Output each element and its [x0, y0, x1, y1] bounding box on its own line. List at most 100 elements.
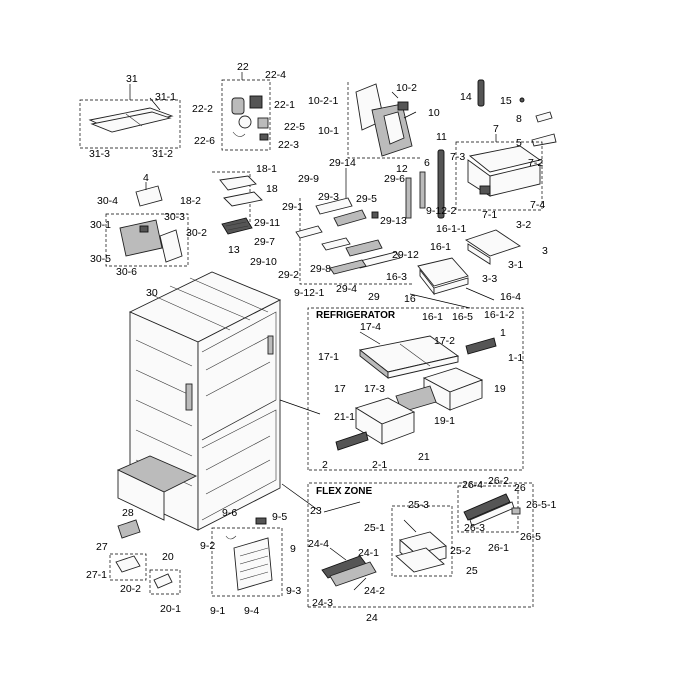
callout-22-4: 22-4 — [265, 69, 286, 81]
callout-15: 15 — [500, 95, 512, 107]
callout-29-6: 29-6 — [384, 173, 405, 185]
callout-21: 21 — [418, 451, 430, 463]
callout-30-1: 30-1 — [90, 219, 111, 231]
callout-29-1: 29-1 — [282, 201, 303, 213]
callout-17-2: 17-2 — [434, 335, 455, 347]
callout-12: 12 — [396, 163, 408, 175]
callout-9-1: 9-1 — [210, 605, 225, 617]
callout-16-5: 16-5 — [452, 311, 473, 323]
callout-24-1: 24-1 — [358, 547, 379, 559]
vertical-strip-parts — [405, 149, 445, 219]
callout-9-3: 9-3 — [286, 585, 301, 597]
callout-29-3: 29-3 — [318, 191, 339, 203]
callout-31-1: 31-1 — [155, 91, 176, 103]
callout-3-1: 3-1 — [508, 259, 523, 271]
callout-29-13: 29-13 — [380, 215, 407, 227]
callout-30: 30 — [146, 287, 158, 299]
callout-22-3: 22-3 — [278, 139, 299, 151]
callout-18-1: 18-1 — [256, 163, 277, 175]
callout-29-4: 29-4 — [336, 283, 357, 295]
callout-31: 31 — [126, 73, 138, 85]
callout-24-4: 24-4 — [308, 538, 329, 550]
part-26-rail-group — [457, 485, 521, 533]
callout-8: 8 — [516, 113, 522, 125]
callout-16-1: 16-1 — [430, 241, 451, 253]
callout-30-5: 30-5 — [90, 253, 111, 265]
callout-29-11: 29-11 — [254, 217, 280, 229]
callout-18: 18 — [266, 183, 278, 195]
main-cabinet — [116, 271, 282, 531]
callout-16-3: 16-3 — [386, 271, 407, 283]
callout-9-12-2: 9-12-2 — [426, 205, 457, 217]
callout-2: 2 — [322, 459, 328, 471]
callout-29-5: 29-5 — [356, 193, 377, 205]
part-25-bin-group — [391, 505, 453, 577]
callout-29-10: 29-10 — [250, 256, 277, 268]
callout-25-1: 25-1 — [364, 522, 385, 534]
callout-3-3: 3-3 — [482, 273, 497, 285]
part-18-tray-group — [212, 171, 263, 235]
callout-27-1: 27-1 — [86, 569, 107, 581]
part-23-24-group — [321, 501, 377, 591]
callout-19-1: 19-1 — [434, 415, 455, 427]
part-22-ice-maker-group — [221, 72, 271, 151]
callout-17-3: 17-3 — [364, 383, 385, 395]
callout-20-1: 20-1 — [160, 603, 181, 615]
callout-26-5: 26-5 — [520, 531, 541, 543]
refrigerator-section-title: REFRIGERATOR — [316, 310, 396, 321]
callout-24: 24 — [366, 612, 378, 624]
callout-25-3: 25-3 — [408, 499, 429, 511]
callout-30-2: 30-2 — [186, 227, 207, 239]
part-10-dispenser-group — [347, 82, 420, 159]
callout-7-2: 7-2 — [528, 157, 543, 169]
callout-16-1-2: 16-1-2 — [484, 309, 515, 321]
callout-26-5-1: 26-5-1 — [526, 499, 557, 511]
callout-25-2: 25-2 — [450, 545, 471, 557]
callout-16-1-1: 16-1-1 — [436, 223, 467, 235]
callout-31-3: 31-3 — [89, 148, 110, 160]
callout-16-4: 16-4 — [500, 291, 521, 303]
callout-4: 4 — [143, 172, 149, 184]
callout-26-4: 26-4 — [462, 479, 483, 491]
leveling-parts-group — [109, 519, 181, 595]
callout-19: 19 — [494, 383, 506, 395]
callout-22-5: 22-5 — [284, 121, 305, 133]
callout-26-3: 26-3 — [464, 522, 485, 534]
callout-28: 28 — [122, 507, 134, 519]
callout-11: 11 — [436, 131, 447, 143]
callout-7-1: 7-1 — [482, 209, 497, 221]
callout-22-2: 22-2 — [192, 103, 213, 115]
callout-31-2: 31-2 — [152, 148, 173, 160]
callout-26-1: 26-1 — [488, 542, 509, 554]
callout-25: 25 — [466, 565, 478, 577]
callout-9-12-1: 9-12-1 — [294, 287, 325, 299]
callout-18-2: 18-2 — [180, 195, 201, 207]
part-9-cover-group — [211, 517, 283, 597]
part-3-16-shelf-group — [409, 229, 522, 309]
callout-7: 7 — [493, 123, 499, 135]
callout-26: 26 — [514, 482, 526, 494]
callout-29-14: 29-14 — [329, 157, 356, 169]
callout-29-8: 29-8 — [310, 263, 331, 275]
callout-24-3: 24-3 — [312, 597, 333, 609]
callout-29-9: 29-9 — [298, 173, 319, 185]
callout-9-6: 9-6 — [222, 507, 237, 519]
callout-7-3: 7-3 — [450, 151, 465, 163]
flex-zone-section-frame: FLEX ZONE — [307, 482, 534, 608]
callout-22-6: 22-6 — [194, 135, 215, 147]
callout-20-2: 20-2 — [120, 583, 141, 595]
callout-27: 27 — [96, 541, 108, 553]
part-30-motor-group — [105, 182, 189, 267]
callout-10-2-1: 10-2-1 — [308, 95, 339, 107]
callout-16-1b: 16-1 — [422, 311, 443, 323]
callout-9-4: 9-4 — [244, 605, 259, 617]
part-17-crisper-cover — [358, 331, 460, 379]
callout-3: 3 — [542, 245, 548, 257]
callout-30-3: 30-3 — [164, 211, 185, 223]
callout-30-6: 30-6 — [116, 266, 137, 278]
refrigerator-section-frame: REFRIGERATOR — [307, 307, 524, 471]
callout-2-1: 2-1 — [372, 459, 387, 471]
flex-zone-section-title: FLEX ZONE — [316, 486, 372, 497]
callout-1-1: 1-1 — [508, 352, 523, 364]
